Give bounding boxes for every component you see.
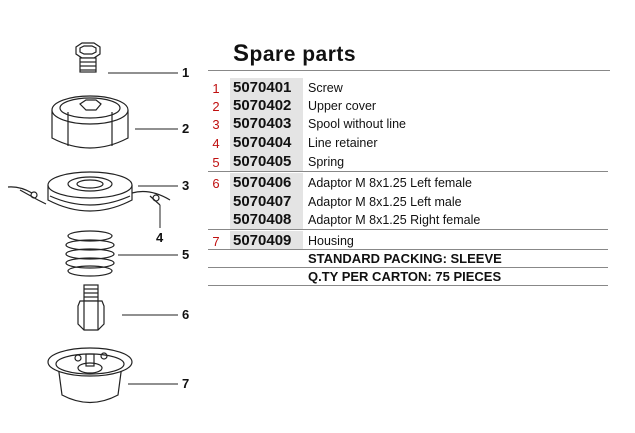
callout-1: 1 (182, 65, 189, 80)
housing-drawing (47, 347, 133, 404)
part-code: 5070408 (230, 210, 303, 229)
part-description: Line retainer (308, 136, 378, 150)
part-number: 2 (212, 99, 220, 114)
part-code: 5070409 (230, 231, 303, 250)
part-description: Screw (308, 81, 343, 95)
part-code: 5070404 (230, 133, 303, 152)
part-description: Adaptor M 8x1.25 Left male (308, 195, 462, 209)
part-code: 5070401 (230, 78, 303, 97)
row-divider (208, 249, 608, 250)
callout-3: 3 (182, 178, 189, 193)
part-number: 6 (212, 176, 220, 191)
part-code: 5070407 (230, 192, 303, 211)
exploded-parts-diagram: 1 2 3 4 5 6 7 (7, 42, 189, 404)
part-number: 5 (212, 155, 220, 170)
table-row: 2 5070402 Upper cover (208, 96, 608, 115)
standard-packing: STANDARD PACKING: SLEEVE (308, 251, 502, 266)
row-divider (208, 171, 608, 172)
part-number: 3 (212, 117, 220, 132)
part-code: 5070405 (230, 152, 303, 171)
part-description: Housing (308, 234, 354, 248)
part-code: 5070406 (230, 173, 303, 192)
callout-5: 5 (182, 247, 189, 262)
table-row: 3 5070403 Spool without line (208, 114, 608, 133)
table-row: 7 5070409 Housing (208, 231, 608, 250)
packing-bottom-divider (208, 285, 608, 286)
adaptor-drawing (77, 284, 105, 331)
part-number: 7 (212, 234, 220, 249)
callout-7: 7 (182, 376, 189, 391)
quantity-per-carton: Q.TY PER CARTON: 75 PIECES (308, 269, 502, 284)
part-code: 5070403 (230, 114, 303, 133)
part-number: 4 (212, 136, 220, 151)
table-row: 5 5070405 Spring (208, 152, 608, 171)
part-description: Upper cover (308, 99, 377, 113)
part-description: Spool without line (308, 117, 406, 131)
part-description: Spring (308, 155, 345, 169)
row-divider (208, 229, 608, 230)
upper-cover-drawing (51, 95, 129, 149)
table-row: 1 5070401 Screw (208, 78, 608, 97)
part-description: Adaptor M 8x1.25 Left female (308, 176, 472, 190)
callout-4: 4 (156, 230, 164, 245)
spool-drawing (7, 171, 171, 212)
part-description: Adaptor M 8x1.25 Right female (308, 213, 481, 227)
callout-2: 2 (182, 121, 189, 136)
packing-divider (208, 267, 608, 268)
table-row: 4 5070404 Line retainer (208, 133, 608, 152)
spring-drawing (65, 230, 115, 277)
title-divider (208, 70, 610, 71)
table-row: 5070408 Adaptor M 8x1.25 Right female (208, 210, 608, 229)
table-row: 5070407 Adaptor M 8x1.25 Left male (208, 192, 608, 211)
part-code: 5070402 (230, 96, 303, 115)
part-number: 1 (212, 81, 220, 96)
page-title: Spare parts (233, 40, 357, 67)
table-row: 6 5070406 Adaptor M 8x1.25 Left female (208, 173, 608, 192)
callout-6: 6 (182, 307, 189, 322)
screw-drawing (75, 42, 101, 73)
